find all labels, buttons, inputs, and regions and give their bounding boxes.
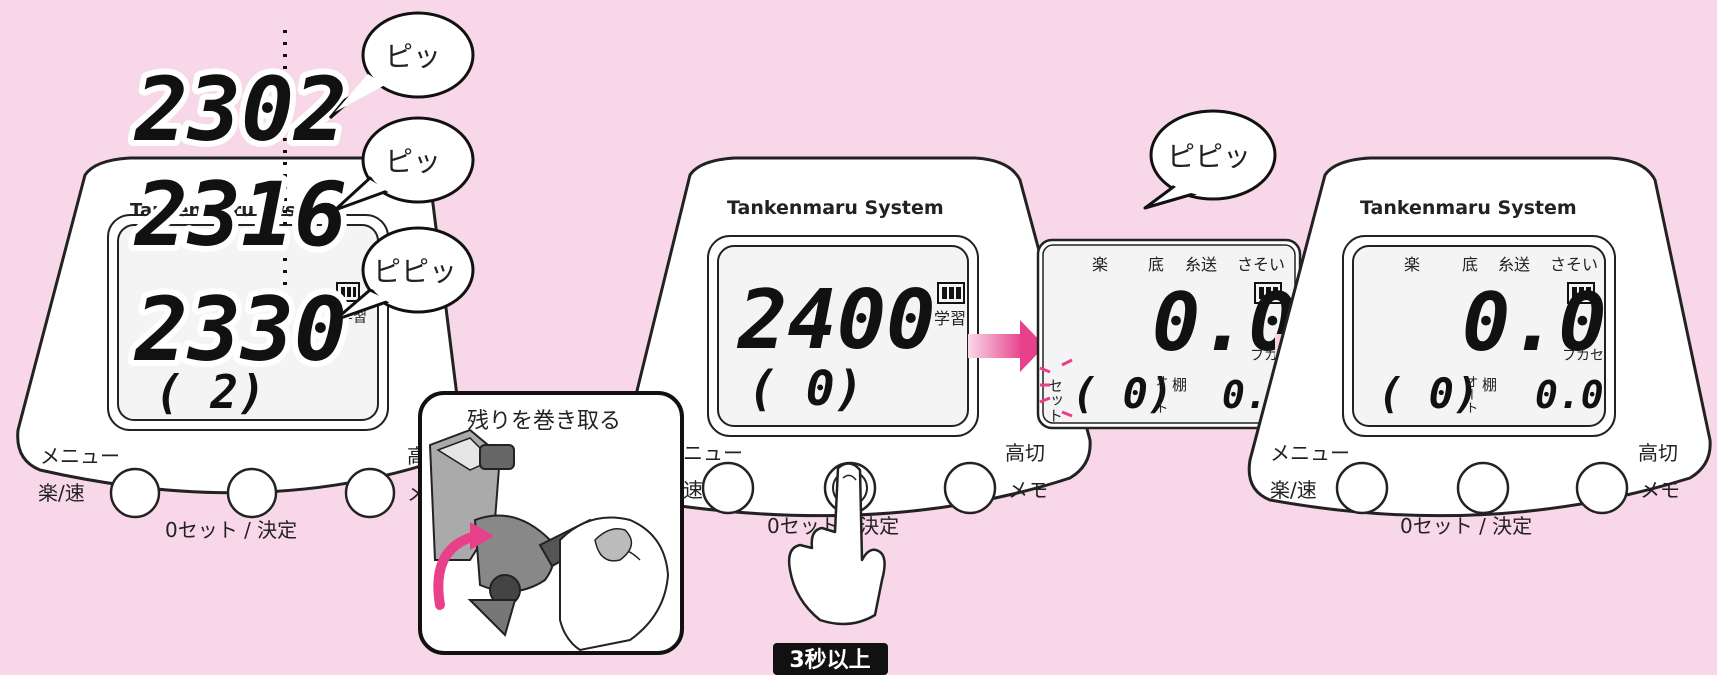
beep-bubble-1: ピッ bbox=[328, 11, 475, 120]
zoom-label-raku: 楽 bbox=[1092, 255, 1108, 274]
panel2-main-value: 2400 bbox=[736, 273, 935, 368]
beep-bubble-zoom: ピピッ bbox=[1143, 109, 1277, 210]
set-blink-indicator: セット bbox=[1039, 358, 1073, 423]
beep-bubble-2: ピッ bbox=[333, 116, 475, 212]
zoom-sub-value: ( 0) bbox=[1072, 369, 1173, 418]
beep-text-3: ピピッ bbox=[373, 255, 457, 288]
panel3-auto-label: オート bbox=[1463, 375, 1478, 414]
panel2-title: Tankenmaru System bbox=[727, 197, 944, 219]
zoom-display: 楽 底 糸送 さそい 0.0 フカセ セット ( 0) オート 棚 0.0 bbox=[1036, 238, 1302, 430]
reading-3: 2330 bbox=[133, 278, 347, 381]
zoom-label-itookuri: 糸送 bbox=[1185, 255, 1217, 274]
panel3-label-itookuri: 糸送 bbox=[1498, 255, 1530, 274]
beep-bubble-3: ピピッ bbox=[333, 226, 475, 322]
panel3-label-sasoi: さそい bbox=[1550, 255, 1598, 274]
inset-caption: 残りを巻き取る bbox=[467, 409, 621, 434]
zoom-auto-label: オート bbox=[1153, 375, 1168, 414]
panel1-title: Tankenmaru System bbox=[130, 200, 335, 221]
zoom-main-value: 0.0 bbox=[1152, 276, 1297, 369]
memo-button[interactable] bbox=[943, 461, 997, 515]
zoom-label-soko: 底 bbox=[1148, 255, 1164, 274]
panel3-label-raku: 楽 bbox=[1404, 255, 1420, 274]
btn-menu-label: メニュー bbox=[40, 444, 120, 468]
inset-reel-illustration: 残りを巻き取る bbox=[418, 391, 684, 655]
readings-stack: 2302 2316 2330 bbox=[127, 30, 353, 387]
panel2-sub-value: ( 0) bbox=[748, 361, 864, 417]
press-duration-label: 3秒以上 bbox=[789, 648, 870, 673]
flow-arrow-1 bbox=[968, 320, 1045, 372]
btn-takakiri-label: 高切 bbox=[1638, 441, 1678, 465]
zoom-set-label: セット bbox=[1046, 378, 1064, 423]
menu-button[interactable] bbox=[701, 461, 755, 515]
battery-icon bbox=[1567, 282, 1595, 304]
panel3-tana-label: 棚 bbox=[1482, 376, 1497, 394]
battery-icon bbox=[937, 282, 965, 304]
btn-zeroset-label: 0セット / 決定 bbox=[1400, 514, 1532, 538]
zoom-tana-label: 棚 bbox=[1172, 376, 1187, 394]
btn-raku-label: 速 bbox=[683, 478, 703, 502]
btn-raku-label: 楽/速 bbox=[1270, 478, 1317, 502]
panel3-title: Tankenmaru System bbox=[1360, 197, 1577, 219]
btn-zeroset-label: 0セット / 決定 bbox=[165, 518, 297, 542]
reading-2: 2316 bbox=[133, 163, 347, 266]
battery-icon bbox=[336, 282, 360, 302]
press-duration-badge: 3秒以上 bbox=[773, 643, 888, 675]
panel2-battery-label: 学習 bbox=[934, 309, 966, 328]
zero-set-button[interactable] bbox=[1456, 461, 1510, 515]
device-panel-3: Tankenmaru System 楽 底 糸送 さそい 0.0 フカセ ( 0… bbox=[1247, 156, 1712, 538]
reading-1: 2302 bbox=[133, 58, 347, 161]
btn-memo-label: メモ bbox=[1008, 478, 1048, 502]
device-panel-1: Tankenmaru System 学習 ( 2) メニュー 楽/速 0セット … bbox=[16, 156, 462, 542]
memo-button[interactable] bbox=[344, 467, 396, 519]
btn-menu-label: ニュー bbox=[683, 441, 743, 465]
panel3-sub-value: ( 0) bbox=[1378, 369, 1479, 418]
memo-button[interactable] bbox=[1575, 461, 1629, 515]
beep-text-2: ピッ bbox=[385, 145, 441, 178]
panel3-fukase-label: フカセ bbox=[1562, 348, 1604, 364]
btn-menu-label: メニュー bbox=[1270, 441, 1350, 465]
btn-raku-label: 楽/速 bbox=[38, 481, 85, 505]
btn-takakiri-label: 高切 bbox=[1005, 441, 1045, 465]
zoom-label-sasoi: さそい bbox=[1237, 255, 1285, 274]
zoom-beep-text: ピピッ bbox=[1167, 140, 1251, 173]
battery-icon bbox=[1254, 282, 1282, 304]
panel3-label-soko: 底 bbox=[1462, 255, 1478, 274]
zero-set-button[interactable] bbox=[226, 467, 278, 519]
menu-button[interactable] bbox=[109, 467, 161, 519]
beep-text-1: ピッ bbox=[385, 40, 441, 73]
device-panel-2: Tankenmaru System 2400 学習 ( 0) ニュー 速 0セッ… bbox=[617, 156, 1092, 538]
finger-press-illustration bbox=[787, 462, 886, 626]
panel3-right-value: 0.0 bbox=[1535, 373, 1604, 417]
panel1-sub-value: ( 2) bbox=[155, 365, 266, 419]
menu-button[interactable] bbox=[1335, 461, 1389, 515]
btn-memo-label: メモ bbox=[1640, 478, 1680, 502]
